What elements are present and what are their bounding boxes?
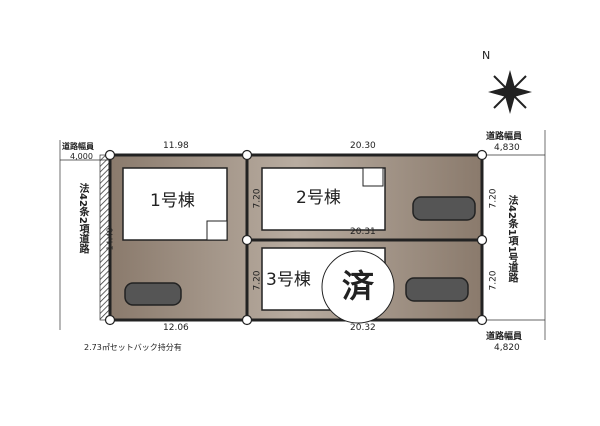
sold-stamp: [321, 250, 395, 324]
lot-2-label: 2号棟: [296, 188, 341, 208]
compass-icon: [488, 70, 532, 114]
lot-3-side-dim-left: 7.20: [252, 270, 263, 291]
lot-1-bottom-dim: 12.06: [163, 323, 189, 333]
right-road-width-top: 4,830: [494, 143, 520, 153]
boundary-markers: [104, 149, 488, 326]
lot-3-label: 3号棟: [266, 270, 311, 290]
lot-2-side-dim-left: 7.20: [252, 188, 263, 209]
lot-2-top-dim: 20.30: [350, 141, 376, 151]
lot-1-top-dim: 11.98: [163, 141, 189, 151]
setback-note: 2.73㎡セットバック持分有: [84, 343, 182, 352]
right-road-type: 法42条1項1号道路: [506, 195, 517, 283]
sold-label: 済: [342, 267, 375, 305]
car-icon: [124, 196, 476, 306]
right-road-width-bottom: 4,820: [494, 343, 520, 353]
right-road-width-label-bottom: 道路幅員: [486, 332, 523, 342]
compass-north-label: N: [482, 49, 491, 62]
left-road-type: 法42条2項道路: [77, 183, 88, 254]
left-road-width-label: 道路幅員: [62, 142, 94, 151]
lot-2-side-dim-right: 7.20: [488, 188, 499, 209]
lot-1-side-dim: 14.40: [105, 227, 115, 251]
lot-3-bottom-dim: 20.32: [350, 323, 376, 333]
lot-2-bottom-dim: 20.31: [350, 227, 376, 237]
left-road-width: 4,000: [70, 152, 93, 161]
lot-1-label: 1号棟: [150, 191, 195, 211]
lot-3-side-dim-right: 7.20: [488, 270, 499, 291]
right-road-width-label-top: 道路幅員: [486, 132, 523, 142]
